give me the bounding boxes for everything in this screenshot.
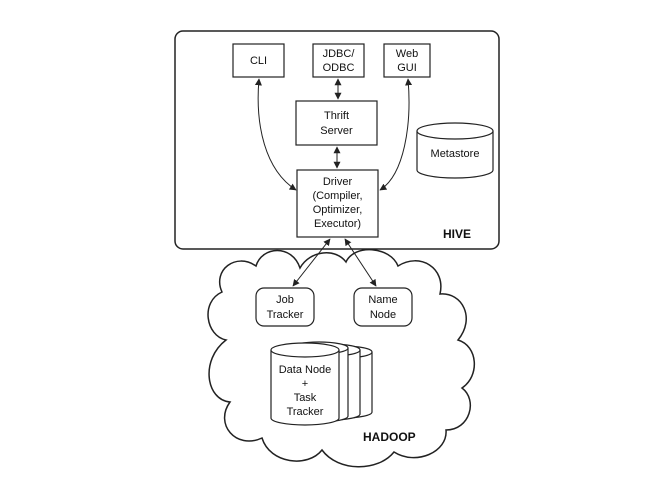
hadoop-label: HADOOP	[363, 430, 416, 444]
cli-label: CLI	[250, 55, 267, 67]
jdbc-odbc-label-line-1: JDBC/	[323, 48, 356, 60]
name-node-box: Name Node	[353, 287, 413, 327]
job-tracker-box: Job Tracker	[255, 287, 315, 327]
thrift-server-label-line-1: Thrift	[324, 110, 349, 122]
driver-label-line-4: Executor)	[314, 218, 361, 230]
data-node-cylinder-front	[270, 342, 340, 426]
data-node-label-line-1: Data Node	[279, 364, 332, 376]
job-tracker-label-line-1: Job	[276, 294, 294, 306]
metastore-label: Metastore	[431, 148, 480, 160]
job-tracker-label-line-2: Tracker	[267, 309, 304, 321]
jdbc-odbc-box: JDBC/ ODBC	[312, 43, 365, 78]
driver-label-line-3: Optimizer,	[313, 204, 363, 216]
jdbc-odbc-label-line-2: ODBC	[323, 62, 355, 74]
driver-label-line-1: Driver	[323, 176, 353, 188]
name-node-label-line-1: Name	[368, 294, 397, 306]
arrow-driver-name-node	[344, 238, 377, 287]
arrow-driver-job-tracker	[292, 238, 331, 287]
data-node-label-line-4: Tracker	[287, 406, 324, 418]
driver-label-line-2: (Compiler,	[312, 190, 362, 202]
hive-label: HIVE	[443, 227, 471, 241]
metastore-cylinder: Metastore	[416, 122, 494, 179]
arrow-cli-driver	[254, 78, 297, 191]
cli-box: CLI	[232, 43, 285, 78]
thrift-server-box: Thrift Server	[295, 100, 378, 146]
thrift-server-label-line-2: Server	[320, 125, 353, 137]
data-node-label-line-3: Task	[294, 392, 317, 404]
driver-box: Driver (Compiler, Optimizer, Executor)	[296, 169, 379, 238]
data-node-label-line-2: +	[302, 378, 308, 390]
arrow-web-driver	[379, 78, 413, 191]
web-gui-label-line-2: GUI	[397, 62, 417, 74]
name-node-label-line-2: Node	[370, 309, 396, 321]
data-node-stack: Data Node + Task Tracker	[270, 341, 373, 426]
web-gui-label-line-1: Web	[396, 48, 418, 60]
web-gui-box: Web GUI	[383, 43, 431, 78]
